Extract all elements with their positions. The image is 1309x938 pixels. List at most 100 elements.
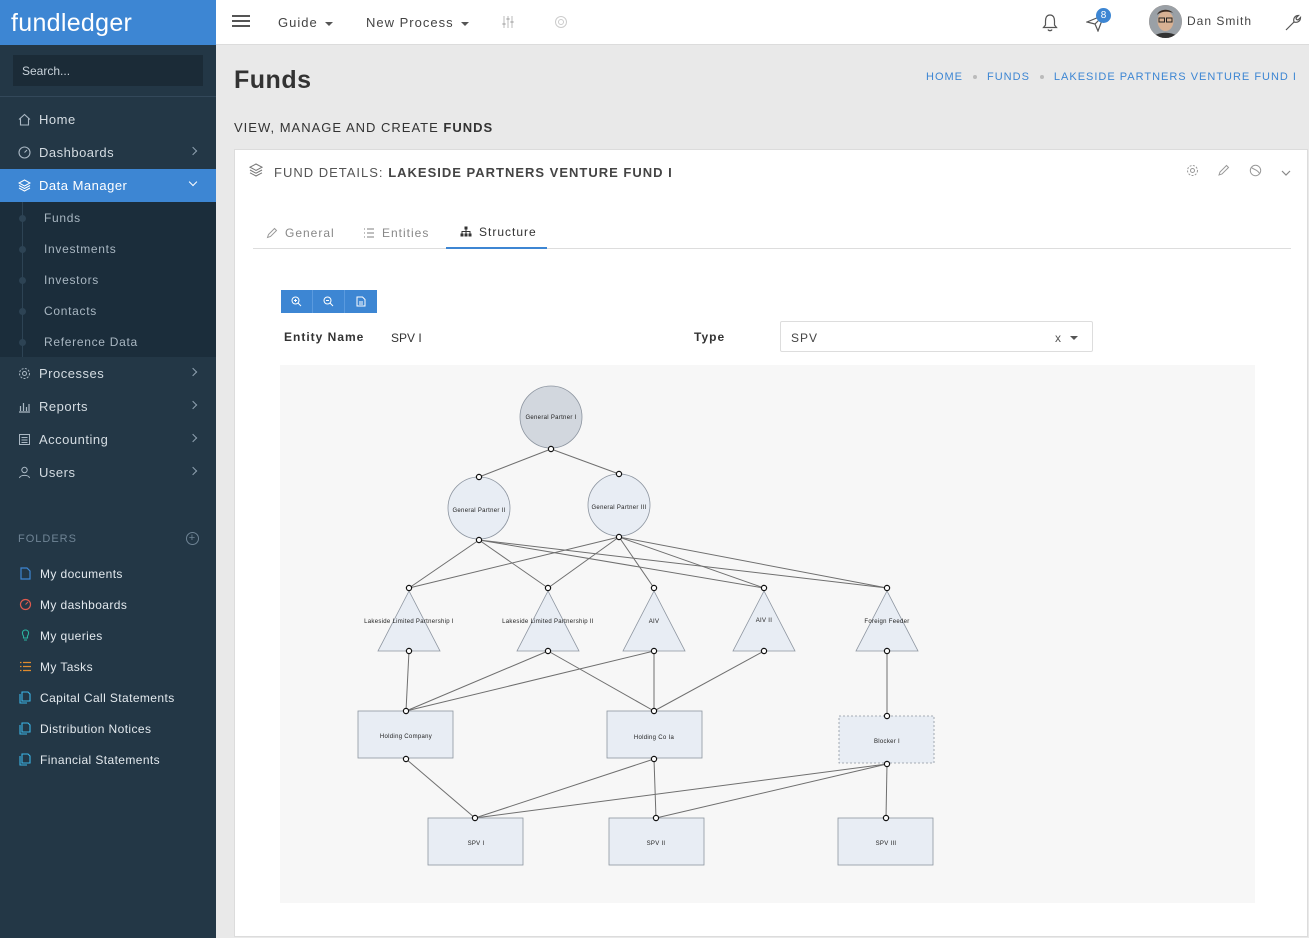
- page-subtitle: VIEW, MANAGE AND CREATE FUNDS: [234, 120, 493, 135]
- guide-menu-label: Guide: [278, 15, 318, 30]
- page-title: Funds: [234, 66, 312, 94]
- tab-general-label: General: [285, 225, 335, 240]
- breadcrumb-funds[interactable]: FUNDS: [987, 71, 1030, 83]
- folder-item-label: Distribution Notices: [40, 721, 152, 736]
- guide-menu[interactable]: Guide: [278, 15, 333, 30]
- edge: [618, 536, 655, 589]
- bar-chart-icon: [17, 400, 31, 414]
- subtitle-prefix: VIEW, MANAGE AND CREATE: [234, 120, 439, 135]
- folder-item-my-dashboards[interactable]: My dashboards: [0, 589, 216, 620]
- node-general-partner-iii: General Partner III: [587, 473, 651, 537]
- edit-icon[interactable]: [1217, 164, 1230, 182]
- edge: [408, 536, 620, 589]
- edge: [655, 763, 888, 819]
- edge: [618, 536, 888, 589]
- folder-item-financial-statements[interactable]: Financial Statements: [0, 744, 216, 775]
- globe-icon[interactable]: [554, 15, 568, 34]
- edge: [550, 448, 620, 475]
- bell-icon[interactable]: [1041, 13, 1059, 37]
- node-label: General Partner III: [591, 505, 646, 511]
- user-name[interactable]: Dan Smith: [1187, 14, 1253, 28]
- fund-details-card: FUND DETAILS: LAKESIDE PARTNERS VENTURE …: [234, 149, 1308, 937]
- clear-selection-icon[interactable]: x: [1055, 331, 1061, 345]
- sidebar-item-label: Users: [39, 465, 76, 480]
- folder-item-my-documents[interactable]: My documents: [0, 558, 216, 589]
- subnav-item-reference-data[interactable]: Reference Data: [0, 326, 216, 357]
- folder-item-label: My queries: [40, 628, 103, 643]
- wrench-icon[interactable]: [1284, 13, 1303, 37]
- home-icon: [17, 113, 31, 127]
- brand-logo[interactable]: fundledger: [0, 0, 216, 45]
- node-label: AIV II: [756, 618, 773, 624]
- zoom-out-icon: [323, 296, 334, 307]
- sidebar-search: [0, 45, 216, 97]
- folders-heading-label: FOLDERS: [18, 533, 77, 545]
- node-lakeside-lp-ii: Lakeside Limited Partnership II: [502, 590, 594, 652]
- node-foreign-feeder: Foreign Feeder: [855, 590, 919, 652]
- subnav-item-funds[interactable]: Funds: [0, 202, 216, 233]
- globe-icon[interactable]: [1249, 164, 1262, 182]
- node-holding-co-ia: Holding Co Ia: [606, 710, 703, 759]
- zoom-in-icon: [291, 296, 302, 307]
- node-spv-ii: SPV II: [608, 817, 705, 866]
- caret-down-icon: [460, 21, 469, 26]
- export-pdf-button[interactable]: [345, 290, 377, 313]
- node-label: SPV II: [647, 841, 666, 847]
- sidebar-item-processes[interactable]: Processes: [0, 357, 216, 390]
- edge: [408, 539, 480, 589]
- sidebar-item-users[interactable]: Users: [0, 456, 216, 489]
- edge: [405, 650, 549, 712]
- document-icon: [18, 567, 32, 580]
- card-title-prefix: FUND DETAILS:: [274, 165, 384, 180]
- chevron-down-icon[interactable]: [1281, 165, 1291, 183]
- avatar[interactable]: [1149, 5, 1182, 38]
- settings-icon[interactable]: [1186, 164, 1199, 182]
- type-select[interactable]: SPV x: [780, 321, 1093, 352]
- type-select-value: SPV: [791, 331, 819, 345]
- zoom-in-button[interactable]: [281, 290, 313, 313]
- connector-ports: [402, 445, 891, 822]
- add-folder-icon[interactable]: +: [186, 532, 199, 545]
- sidebar-item-reports[interactable]: Reports: [0, 390, 216, 423]
- list-icon: [18, 661, 32, 672]
- edges: [405, 448, 888, 819]
- sidebar-item-label: Home: [39, 112, 76, 127]
- edge: [478, 539, 765, 589]
- gauge-icon: [17, 146, 31, 160]
- gauge-icon: [18, 598, 32, 611]
- edge: [405, 650, 410, 712]
- tab-entities[interactable]: Entities: [363, 216, 429, 249]
- node-label: AIV: [649, 619, 660, 625]
- subnav-item-investments[interactable]: Investments: [0, 233, 216, 264]
- edge: [547, 650, 655, 712]
- hamburger-menu-icon[interactable]: [232, 15, 250, 28]
- breadcrumb-current[interactable]: LAKESIDE PARTNERS VENTURE FUND I: [1053, 71, 1297, 83]
- folder-item-my-queries[interactable]: My queries: [0, 620, 216, 651]
- sidebar-item-dashboards[interactable]: Dashboards: [0, 136, 216, 169]
- breadcrumb-home[interactable]: HOME: [926, 71, 964, 83]
- folder-item-capital-call-statements[interactable]: Capital Call Statements: [0, 682, 216, 713]
- folders-heading: FOLDERS +: [0, 532, 216, 553]
- edge: [478, 448, 552, 478]
- search-input[interactable]: [13, 55, 203, 86]
- layers-icon: [248, 163, 264, 182]
- node-label: Holding Company: [380, 734, 432, 740]
- sidebar-item-accounting[interactable]: Accounting: [0, 423, 216, 456]
- sidebar-item-home[interactable]: Home: [0, 103, 216, 136]
- new-process-menu[interactable]: New Process: [366, 15, 469, 30]
- tab-general[interactable]: General: [266, 216, 343, 249]
- tab-structure[interactable]: Structure: [446, 216, 547, 249]
- folder-item-my-tasks[interactable]: My Tasks: [0, 651, 216, 682]
- diagram-toolbar: [281, 290, 377, 313]
- calculator-icon: [17, 433, 31, 447]
- sliders-icon[interactable]: [501, 15, 515, 34]
- zoom-out-button[interactable]: [313, 290, 345, 313]
- subnav-item-investors[interactable]: Investors: [0, 264, 216, 295]
- folder-item-label: My dashboards: [40, 597, 128, 612]
- folder-item-distribution-notices[interactable]: Distribution Notices: [0, 713, 216, 744]
- fund-structure-diagram[interactable]: General Partner I General Partner II Gen…: [280, 365, 1255, 903]
- sidebar-item-data-manager[interactable]: Data Manager: [0, 169, 216, 202]
- edge: [405, 758, 476, 819]
- sidebar-nav: Home Dashboards Data Manager: [0, 103, 216, 202]
- subnav-item-contacts[interactable]: Contacts: [0, 295, 216, 326]
